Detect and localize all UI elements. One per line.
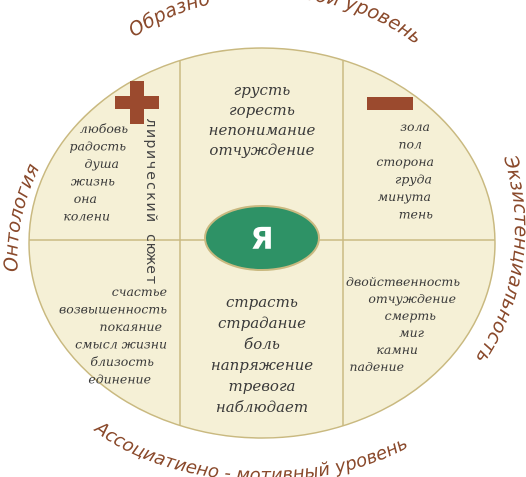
vertical-label-letter: с bbox=[143, 234, 159, 242]
bottom-right-word: двойственность bbox=[346, 274, 460, 289]
top-left-word: она bbox=[74, 191, 97, 206]
vertical-label-letter: е bbox=[143, 265, 159, 274]
top-right-word: минута bbox=[378, 189, 431, 204]
top-left-word: радость bbox=[69, 139, 126, 154]
bottom-left-word: счастье bbox=[112, 284, 167, 299]
bottom-right-word: камни bbox=[376, 342, 418, 357]
top-right-word: груда bbox=[395, 172, 432, 187]
quadrant-top-right: зола пол сторона груда минута тень bbox=[376, 119, 434, 222]
quadrant-bottom-center: страсть страдание боль напряжение тревога наб… bbox=[211, 293, 313, 416]
minus-icon bbox=[367, 97, 413, 110]
center-ellipse bbox=[204, 205, 320, 271]
top-center-word: горесть bbox=[229, 101, 295, 119]
plus-icon bbox=[115, 81, 159, 124]
bottom-center-word: напряжение bbox=[211, 356, 313, 374]
center-label: Я bbox=[250, 222, 273, 257]
quadrant-top-center: грусть горесть непонимание отчуждение bbox=[209, 81, 316, 159]
bottom-right-word: миг bbox=[399, 325, 424, 340]
bottom-right-word: смерть bbox=[385, 308, 437, 323]
top-left-word: колени bbox=[63, 209, 110, 224]
vertical-label-letter: е bbox=[143, 171, 159, 180]
bottom-left-word: единение bbox=[88, 372, 151, 387]
top-left-word: душа bbox=[85, 156, 119, 171]
quadrant-bottom-left: счастье возвышенность покаяние смысл жизни б… bbox=[59, 284, 167, 387]
vertical-label-letter: и bbox=[143, 129, 159, 138]
vertical-label-letter: с bbox=[143, 182, 159, 190]
ring-label-top: Образно - смысловой уровень bbox=[125, 0, 427, 49]
vertical-label-letter: ж bbox=[143, 253, 159, 266]
top-center-word: непонимание bbox=[209, 121, 316, 139]
vertical-label-letter: р bbox=[143, 140, 159, 149]
vertical-label-letter: ю bbox=[143, 243, 159, 255]
vertical-label-letter: л bbox=[143, 119, 159, 128]
bottom-left-word: возвышенность bbox=[59, 302, 167, 317]
bottom-left-word: близость bbox=[90, 354, 154, 369]
bottom-center-word: страсть bbox=[226, 293, 298, 311]
vertical-label-letter: й bbox=[143, 213, 159, 222]
bottom-center-word: боль bbox=[244, 335, 280, 353]
vertical-label-letter: и bbox=[143, 202, 159, 211]
quadrant-top-left: любовь радость душа жизнь она колени bbox=[63, 121, 128, 224]
bottom-right-word: падение bbox=[349, 359, 404, 374]
quadrant-bottom-right: двойственность отчуждение смерть миг камни па… bbox=[346, 274, 460, 374]
vertical-label-letter: и bbox=[143, 150, 159, 159]
top-right-word: зола bbox=[400, 119, 430, 134]
top-left-word: любовь bbox=[80, 121, 128, 136]
bottom-right-word: отчуждение bbox=[368, 291, 456, 306]
vertical-label-letter: т bbox=[143, 276, 159, 284]
vertical-label-letter: к bbox=[143, 192, 159, 200]
vertical-label-letter: ч bbox=[143, 161, 159, 169]
top-center-word: грусть bbox=[234, 81, 291, 99]
bottom-left-word: покаяние bbox=[100, 319, 162, 334]
bottom-center-word: страдание bbox=[218, 314, 306, 332]
bottom-left-word: смысл жизни bbox=[75, 337, 167, 352]
top-right-word: пол bbox=[398, 137, 422, 152]
top-center-word: отчуждение bbox=[209, 141, 314, 159]
top-left-word: жизнь bbox=[71, 174, 115, 189]
bottom-center-word: тревога bbox=[229, 377, 296, 395]
top-right-word: сторона bbox=[376, 154, 434, 169]
top-right-word: тень bbox=[399, 207, 433, 222]
bottom-center-word: наблюдает bbox=[216, 398, 308, 416]
